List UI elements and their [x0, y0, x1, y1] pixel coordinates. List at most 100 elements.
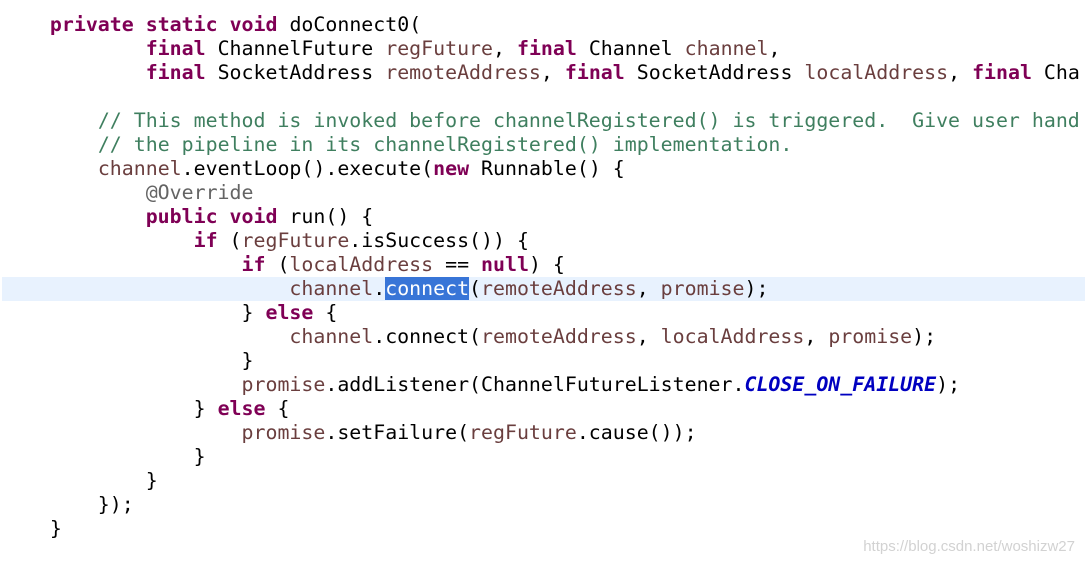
code-token[interactable] — [2, 229, 194, 252]
code-area[interactable]: private static void doConnect0( final Ch… — [2, 13, 1085, 541]
code-token[interactable] — [2, 325, 289, 348]
code-token[interactable]: new — [433, 157, 470, 180]
code-token[interactable]: .cause()); — [576, 421, 697, 444]
code-token[interactable]: , — [540, 61, 565, 84]
code-token[interactable]: localAddress — [660, 325, 805, 348]
code-token[interactable]: else — [265, 301, 314, 324]
code-token[interactable]: null — [481, 253, 529, 276]
code-token[interactable]: ) { — [528, 253, 565, 276]
code-token[interactable]: } — [2, 517, 62, 540]
code-line[interactable]: final SocketAddress remoteAddress, final… — [2, 61, 1085, 85]
code-token[interactable]: void — [229, 205, 278, 228]
code-line[interactable]: } else { — [2, 397, 1085, 421]
code-token[interactable]: void — [229, 13, 278, 36]
code-token[interactable] — [2, 133, 98, 156]
current-code-line[interactable]: channel.connect(remoteAddress, promise); — [2, 277, 1085, 301]
code-line[interactable]: // This method is invoked before channel… — [2, 109, 1085, 133]
code-token[interactable] — [2, 61, 146, 84]
code-line[interactable]: // the pipeline in its channelRegistered… — [2, 133, 1085, 157]
code-line[interactable]: final ChannelFuture regFuture, final Cha… — [2, 37, 1085, 61]
code-line[interactable]: channel.connect(remoteAddress, localAddr… — [2, 325, 1085, 349]
code-token[interactable]: ); — [744, 277, 769, 300]
code-token[interactable]: .isSuccess()) { — [349, 229, 529, 252]
code-token[interactable]: regFuture — [241, 229, 350, 252]
code-token[interactable]: final — [145, 61, 206, 84]
code-token[interactable]: .setFailure( — [325, 421, 470, 444]
code-token[interactable] — [2, 277, 289, 300]
code-token[interactable] — [218, 13, 230, 36]
code-token[interactable]: final — [145, 37, 206, 60]
code-line[interactable] — [2, 85, 1085, 109]
code-token[interactable]: doConnect0( — [277, 13, 422, 36]
code-token[interactable]: channel — [684, 37, 769, 60]
code-token[interactable] — [2, 181, 146, 204]
code-token[interactable]: , — [804, 325, 829, 348]
code-line[interactable]: } — [2, 469, 1085, 493]
selected-text[interactable]: connect — [385, 277, 470, 300]
code-line[interactable]: }); — [2, 493, 1085, 517]
code-token[interactable]: } — [2, 349, 254, 372]
code-token[interactable]: , — [768, 37, 781, 60]
code-token[interactable]: @Override — [145, 181, 254, 204]
code-token[interactable]: private — [49, 13, 134, 36]
code-token[interactable] — [2, 421, 242, 444]
code-token[interactable]: if — [193, 229, 218, 252]
code-token[interactable]: , — [636, 277, 661, 300]
code-line[interactable]: } else { — [2, 301, 1085, 325]
code-token[interactable]: } — [2, 469, 158, 492]
code-token[interactable]: Cha — [1031, 61, 1080, 84]
code-token[interactable] — [2, 109, 98, 132]
code-token[interactable]: regFuture — [469, 421, 577, 444]
code-token[interactable]: , — [948, 61, 973, 84]
code-token[interactable]: .connect( — [373, 325, 482, 348]
code-token[interactable]: final — [972, 61, 1032, 84]
code-token[interactable]: static — [145, 13, 218, 36]
code-token[interactable]: . — [373, 277, 386, 300]
code-line[interactable]: } — [2, 517, 1085, 541]
code-token[interactable] — [2, 205, 146, 228]
code-token[interactable]: remoteAddress — [481, 277, 637, 300]
code-token[interactable]: ); — [936, 373, 961, 396]
code-token[interactable]: final — [516, 37, 577, 60]
code-token[interactable]: localAddress — [289, 253, 434, 276]
code-line[interactable]: if (localAddress == null) { — [2, 253, 1085, 277]
code-token[interactable]: .eventLoop().execute( — [181, 157, 434, 180]
code-line[interactable]: private static void doConnect0( — [2, 13, 1085, 37]
code-token[interactable]: public — [145, 205, 218, 228]
code-token[interactable]: channel — [97, 157, 182, 180]
code-token[interactable]: // This method is invoked before channel… — [97, 109, 1080, 132]
code-token[interactable]: else — [217, 397, 266, 420]
code-token[interactable]: remoteAddress — [385, 61, 541, 84]
code-token[interactable]: ChannelFuture — [205, 37, 386, 60]
code-line[interactable]: promise.setFailure(regFuture.cause()); — [2, 421, 1085, 445]
code-line[interactable]: } — [2, 349, 1085, 373]
code-token[interactable]: SocketAddress — [205, 61, 386, 84]
code-token[interactable]: }); — [2, 493, 134, 516]
code-token[interactable]: , — [636, 325, 661, 348]
code-token[interactable]: promise — [660, 277, 745, 300]
code-token[interactable]: } — [2, 301, 266, 324]
code-token[interactable]: CLOSE_ON_FAILURE — [744, 373, 937, 396]
code-token[interactable] — [2, 253, 242, 276]
code-token[interactable]: remoteAddress — [481, 325, 637, 348]
code-line[interactable]: promise.addListener(ChannelFutureListene… — [2, 373, 1085, 397]
code-token[interactable]: final — [564, 61, 625, 84]
code-line[interactable]: public void run() { — [2, 205, 1085, 229]
code-token[interactable]: SocketAddress — [624, 61, 805, 84]
code-token[interactable]: promise — [828, 325, 913, 348]
code-line[interactable]: @Override — [2, 181, 1085, 205]
code-token[interactable]: Runnable() { — [469, 157, 625, 180]
code-token[interactable]: , — [493, 37, 517, 60]
code-token[interactable]: } — [2, 397, 218, 420]
code-token[interactable]: channel — [289, 325, 374, 348]
code-token[interactable]: .addListener(ChannelFutureListener. — [325, 373, 745, 396]
code-token[interactable]: run() { — [277, 205, 374, 228]
code-token[interactable] — [2, 373, 242, 396]
code-line[interactable]: channel.eventLoop().execute(new Runnable… — [2, 157, 1085, 181]
code-token[interactable]: // the pipeline in its channelRegistered… — [97, 133, 793, 156]
code-token[interactable]: ( — [217, 229, 242, 252]
code-token[interactable] — [218, 205, 230, 228]
code-token[interactable]: ); — [912, 325, 937, 348]
code-line[interactable]: if (regFuture.isSuccess()) { — [2, 229, 1085, 253]
